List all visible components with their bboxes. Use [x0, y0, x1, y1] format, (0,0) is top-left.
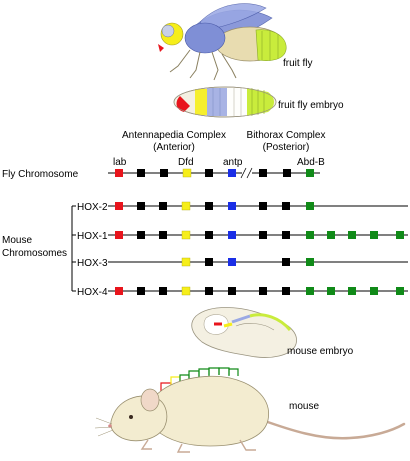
hox-3-gene-4	[282, 258, 290, 266]
hox-3-label: HOX-3	[77, 258, 108, 269]
hox-4-gene-11	[348, 287, 356, 295]
fly-gene-scr	[205, 169, 213, 177]
hox-1-gene-8	[282, 231, 290, 239]
chromosome-break-mark	[240, 167, 247, 179]
hox-4-gene-5	[205, 287, 213, 295]
hox-2-gene-4	[181, 201, 191, 211]
hox-2-label: HOX-2	[77, 202, 108, 213]
hox-4-gene-3	[159, 287, 167, 295]
hox-4-gene-12	[370, 287, 378, 295]
hox-1-gene-12	[370, 231, 378, 239]
chromosome-break-mark	[246, 167, 253, 179]
fruit-fly-embryo-label: fruit fly embryo	[278, 100, 344, 111]
antennapedia-complex-subtitle: (Anterior)	[153, 142, 195, 153]
hox-4-gene-7	[259, 287, 267, 295]
hox-4-gene-8	[282, 287, 290, 295]
hox-1-gene-5	[205, 231, 213, 239]
hox-1-gene-3	[159, 231, 167, 239]
fruit-fly-illustration	[158, 3, 287, 81]
fruit-fly-embryo-illustration	[173, 86, 277, 118]
mouse-chromosomes-label-line1: Mouse	[2, 235, 32, 246]
hox-1-gene-9	[306, 231, 314, 239]
fly-gene-ubx	[259, 169, 267, 177]
mouse-label: mouse	[289, 401, 319, 412]
hox-1-gene-11	[348, 231, 356, 239]
fly-gene-pb	[137, 169, 145, 177]
hox-4-gene-1	[115, 287, 123, 295]
gene-label-dfd: Dfd	[178, 157, 194, 168]
fly-gene-lab	[115, 169, 123, 177]
hox-1-label: HOX-1	[77, 231, 108, 242]
hox-1-gene-6	[228, 231, 236, 239]
mouse-illustration	[94, 375, 406, 453]
bithorax-complex-subtitle: (Posterior)	[263, 142, 310, 153]
hox-1-gene-7	[259, 231, 267, 239]
fly-chromosome-label: Fly Chromosome	[2, 169, 79, 180]
mouse-hox-clusters	[108, 201, 408, 296]
mouse-chromosomes-label-line2: Chromosomes	[2, 248, 67, 259]
fly-gene-abd-b	[306, 169, 314, 177]
fly-gene-zen	[160, 169, 168, 177]
bithorax-complex-title: Bithorax Complex	[247, 130, 326, 141]
hox-2-gene-3	[159, 202, 167, 210]
mouse-embryo-illustration	[191, 307, 297, 358]
hox-4-gene-6	[228, 287, 236, 295]
hox-2-gene-1	[115, 202, 123, 210]
gene-label-antp: antp	[223, 157, 243, 168]
hox-3-gene-5	[306, 258, 314, 266]
fruit-fly-label: fruit fly	[283, 58, 312, 69]
hox-2-gene-8	[282, 202, 290, 210]
hox-2-gene-7	[259, 202, 267, 210]
hox-2-gene-6	[228, 202, 236, 210]
mouse-embryo-label: mouse embryo	[287, 346, 354, 357]
fly-gene-antp	[228, 169, 236, 177]
hox-1-gene-1	[115, 231, 123, 239]
hox-4-gene-13	[396, 287, 404, 295]
gene-label-lab: lab	[113, 157, 127, 168]
hox-4-gene-2	[137, 287, 145, 295]
hox-4-gene-10	[327, 287, 335, 295]
hox-4-label: HOX-4	[77, 287, 108, 298]
hox-3-gene-3	[228, 258, 236, 266]
hox-3-gene-1	[181, 257, 191, 267]
hox-2-gene-9	[306, 202, 314, 210]
hox-1-gene-13	[396, 231, 404, 239]
hox-1-gene-4	[181, 230, 191, 240]
fly-chromosome	[108, 167, 320, 179]
hox-1-gene-2	[137, 231, 145, 239]
antennapedia-complex-title: Antennapedia Complex	[122, 130, 226, 141]
fly-gene-abd-a	[283, 169, 291, 177]
hox-2-gene-5	[205, 202, 213, 210]
hox-3-gene-2	[205, 258, 213, 266]
gene-label-abd-b: Abd-B	[297, 157, 325, 168]
hox-1-gene-10	[327, 231, 335, 239]
hox-4-gene-9	[306, 287, 314, 295]
fly-gene-dfd	[182, 168, 192, 178]
hox-4-gene-4	[181, 286, 191, 296]
mouse-hox-domain-brackets	[160, 367, 239, 392]
hox-2-gene-2	[137, 202, 145, 210]
